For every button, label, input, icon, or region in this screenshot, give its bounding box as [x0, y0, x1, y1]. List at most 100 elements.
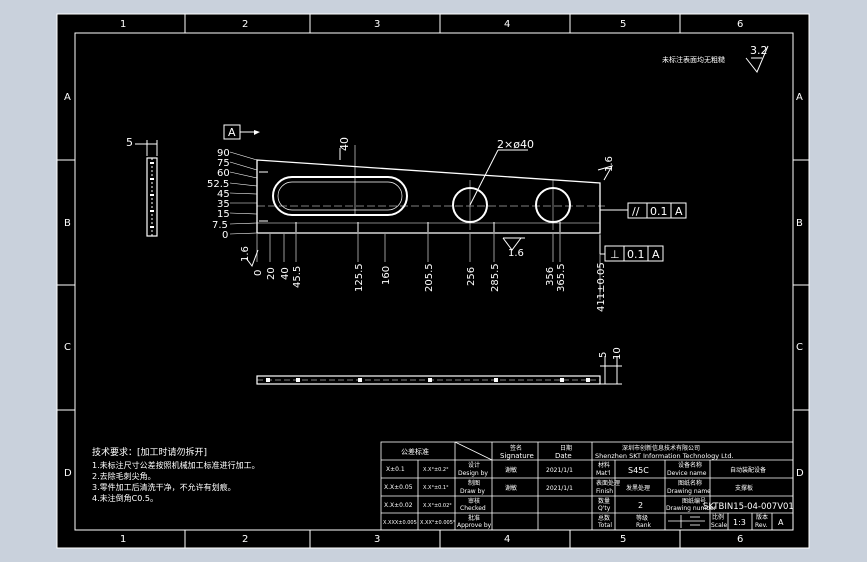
tb-design-name: 谢敏 [505, 466, 517, 474]
svg-text:7.5: 7.5 [212, 220, 228, 231]
svg-text:Rev.: Rev. [755, 522, 768, 529]
svg-text:设计: 设计 [468, 461, 480, 469]
svg-text:Q'ty: Q'ty [598, 505, 611, 512]
svg-text:Draw by: Draw by [460, 488, 485, 495]
zone-bottom-3: 3 [374, 534, 380, 545]
svg-text:411±0.05: 411±0.05 [596, 262, 607, 312]
zone-ticks [57, 14, 809, 548]
side-view: 5 [126, 136, 158, 237]
svg-text:数量: 数量 [598, 497, 610, 505]
zone-top-6: 6 [737, 19, 743, 30]
svg-text:审核: 审核 [468, 497, 480, 505]
svg-text:Drawing number: Drawing number [666, 505, 717, 512]
svg-text:设备名称: 设备名称 [678, 461, 702, 469]
svg-text:Rank: Rank [636, 522, 652, 529]
tb-sig-cn: 签名 [510, 444, 522, 452]
bottom-view: 5 10 [256, 347, 623, 385]
svg-text:0: 0 [222, 230, 228, 241]
svg-text:160: 160 [381, 266, 392, 285]
svg-text:60: 60 [217, 168, 230, 179]
notes-line-1: 1.未标注尺寸公差按照机械加工标准进行加工。 [92, 460, 260, 470]
svg-text:20: 20 [266, 267, 277, 280]
svg-text:X.XX°±0.005°: X.XX°±0.005° [420, 520, 456, 526]
svg-text:X.X°±0.2°: X.X°±0.2° [423, 467, 449, 473]
main-view [256, 145, 605, 234]
svg-text:图纸编号: 图纸编号 [682, 497, 706, 505]
zone-bottom-5: 5 [620, 534, 626, 545]
zone-right-c: C [796, 342, 803, 353]
svg-text:0: 0 [253, 270, 264, 276]
tb-material: S45C [628, 466, 649, 475]
svg-text:X.X±0.05: X.X±0.05 [384, 484, 413, 491]
zone-left-d: D [64, 468, 72, 479]
datum-a: A [223, 124, 260, 140]
svg-text:总数: 总数 [598, 514, 610, 522]
svg-text:365.5: 365.5 [556, 263, 567, 292]
tb-date-cn: 日期 [560, 444, 572, 452]
projection-symbol [668, 515, 705, 528]
zone-bottom-2: 2 [242, 534, 248, 545]
holes-callout: 2×ø40 [469, 138, 534, 206]
svg-text:Mat'l: Mat'l [596, 470, 611, 477]
svg-text:图纸名称: 图纸名称 [678, 479, 702, 487]
svg-text:Drawing name: Drawing name [667, 488, 711, 495]
zone-top-4: 4 [504, 19, 510, 30]
zone-left-a: A [64, 92, 71, 103]
tb-finish: 发黑处理 [626, 484, 650, 492]
tb-company-cn: 深圳市创新信息技术有限公司 [622, 444, 700, 452]
svg-text:90: 90 [217, 148, 230, 159]
svg-text:3.2: 3.2 [750, 44, 768, 57]
tb-design-date: 2021/1/1 [546, 467, 573, 474]
tb-device: 自动装配设备 [730, 466, 766, 474]
svg-text:X.X°±0.1°: X.X°±0.1° [423, 485, 449, 491]
svg-text:125.5: 125.5 [354, 263, 365, 292]
roughness-right: 1.6 [597, 156, 615, 181]
svg-text:制图: 制图 [468, 479, 480, 487]
svg-text:A: A [652, 248, 660, 261]
svg-text:0.1: 0.1 [627, 248, 645, 261]
tb-sig-en: Signature [500, 452, 534, 460]
zone-left-b: B [64, 218, 71, 229]
svg-text:比例: 比例 [712, 513, 724, 521]
svg-text:A: A [675, 205, 683, 218]
svg-text:75: 75 [217, 158, 230, 169]
svg-text:Approve by: Approve by [457, 522, 492, 529]
svg-text:0.1: 0.1 [650, 205, 668, 218]
svg-text:X±0.1: X±0.1 [386, 466, 405, 473]
surface-note: 未标注表面均无粗糙 [662, 55, 725, 64]
svg-text:表面处理: 表面处理 [596, 479, 620, 487]
roughness-symbol: 3.2 [745, 44, 769, 73]
roughness-left: 1.6 [240, 246, 259, 268]
svg-text:356: 356 [545, 267, 556, 286]
svg-text:材料: 材料 [598, 461, 610, 469]
svg-text:Checked: Checked [460, 505, 486, 512]
notes-line-3: 3.零件加工后清洗干净，不允许有划痕。 [92, 482, 236, 492]
svg-text:52.5: 52.5 [207, 179, 229, 190]
tb-drawing-name: 支撑板 [735, 484, 753, 492]
svg-text:Finish: Finish [596, 488, 613, 495]
svg-text:45: 45 [217, 189, 230, 200]
svg-text:40: 40 [280, 267, 291, 280]
drawing-sheet [56, 13, 810, 549]
technical-notes: 技术要求：[加工时请勿拆开] 1.未标注尺寸公差按照机械加工标准进行加工。 2.… [92, 446, 260, 503]
dim-side-width: 5 [126, 136, 133, 149]
tb-scale: 1:3 [733, 518, 746, 527]
svg-text://: // [632, 205, 640, 218]
notes-title: 技术要求：[加工时请勿拆开] [92, 446, 207, 458]
zone-top-1: 1 [120, 19, 126, 30]
svg-text:1.6: 1.6 [604, 156, 615, 172]
gdt-parallel-frame: // 0.1 A [600, 202, 687, 219]
svg-text:Total: Total [597, 522, 612, 529]
svg-text:2×ø40: 2×ø40 [497, 138, 534, 151]
svg-text:1.6: 1.6 [508, 248, 524, 259]
zone-bottom-6: 6 [737, 534, 743, 545]
title-block [380, 441, 794, 531]
zone-right-b: B [796, 218, 803, 229]
zone-top-2: 2 [242, 19, 248, 30]
tb-drawing-number: SKTBIN15-04-007V01 [703, 502, 794, 512]
tb-tolerance-header: 公差标准 [401, 447, 429, 456]
tb-rev: A [778, 518, 784, 527]
notes-line-2: 2.去除毛刺尖角。 [92, 471, 156, 481]
zone-right-d: D [796, 468, 804, 479]
